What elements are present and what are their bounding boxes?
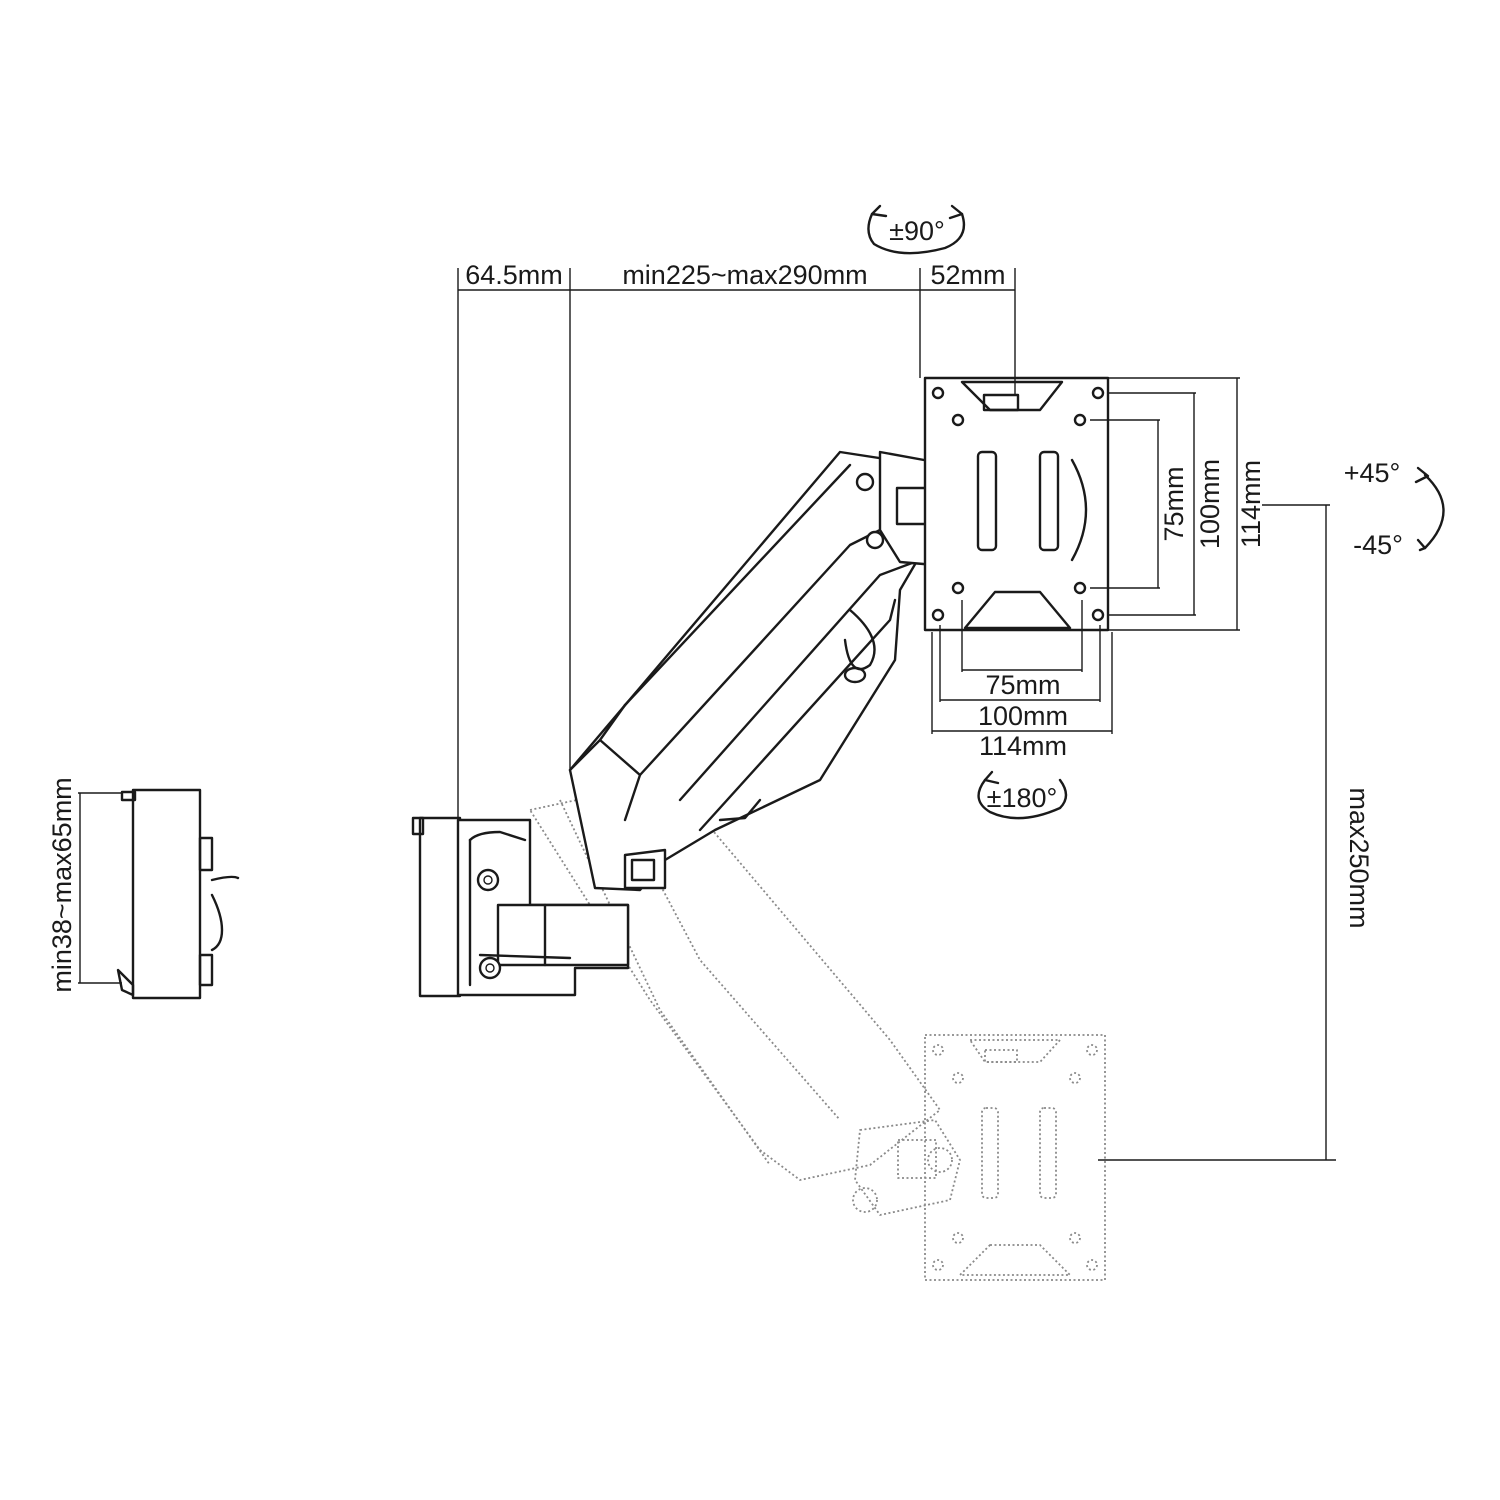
vesa-h100-label: 100mm	[978, 701, 1068, 731]
height-range-label: max250mm	[1344, 787, 1374, 928]
head-depth-label: 52mm	[930, 260, 1005, 290]
tilt-rotation-icon	[867, 204, 966, 255]
desk-clamp	[411, 816, 630, 998]
vesa-v100-label: 100mm	[1195, 459, 1225, 549]
swivel-icon	[1414, 466, 1445, 552]
vesa-v75-label: 75mm	[1159, 466, 1189, 541]
rotate-icon	[977, 770, 1068, 820]
clamp-side-view	[116, 788, 240, 1000]
vesa-plate	[923, 376, 1110, 632]
rotate-label: ±180°	[987, 783, 1058, 813]
gas-spring-arm	[568, 450, 937, 892]
dimension-lines	[78, 268, 1336, 1161]
arm-reach-label: min225~max290mm	[622, 260, 867, 290]
clamp-depth-label: 64.5mm	[465, 260, 563, 290]
ghost-lowered-vesa-plate	[924, 1034, 1106, 1281]
tilt-label: ±90°	[889, 216, 945, 246]
swivel-plus-label: +45°	[1344, 458, 1401, 488]
desk-thickness-label: min38~max65mm	[47, 777, 77, 992]
swivel-minus-label: -45°	[1353, 530, 1403, 560]
plate-w114-label: 114mm	[979, 731, 1067, 761]
plate-h114-label: 114mm	[1236, 460, 1266, 548]
vesa-h75-label: 75mm	[985, 670, 1060, 700]
